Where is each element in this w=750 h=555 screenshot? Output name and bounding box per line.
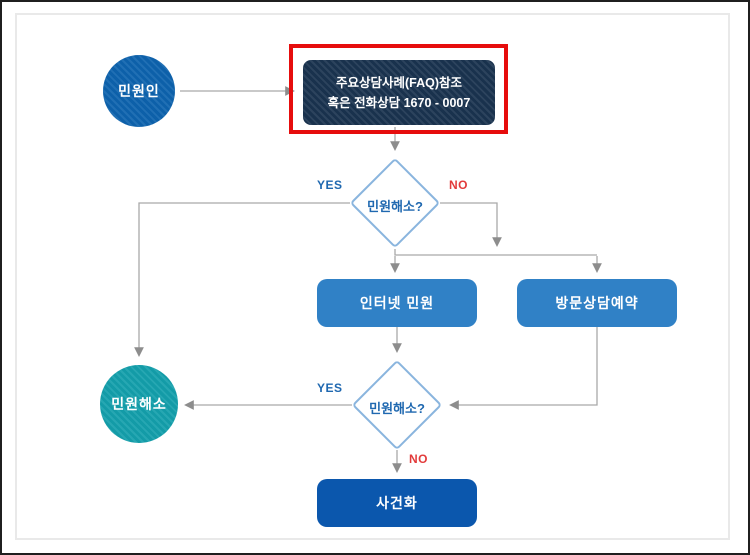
flowchart-panel: 민원인 주요상담사례(FAQ)참조 혹은 전화상담 1670 - 0007 민원… (15, 13, 730, 540)
decision1-no-label: NO (449, 178, 468, 192)
faq-box-line2: 혹은 전화상담 1670 - 0007 (327, 95, 471, 110)
faq-phone-consult-box: 주요상담사례(FAQ)참조 혹은 전화상담 1670 - 0007 (303, 60, 495, 125)
case-filing-label: 사건화 (376, 495, 418, 511)
connector-lines-layer (134, 86, 602, 473)
start-node-petitioner: 민원인 (103, 55, 175, 127)
decision1-label: 민원해소? (367, 199, 423, 214)
connector-decision1-yes-to-resolved (134, 202, 350, 357)
internet-complaint-label: 인터넷 민원 (359, 295, 435, 311)
faq-box-line1: 주요상담사례(FAQ)참조 (335, 75, 463, 90)
decision2-label: 민원해소? (369, 401, 425, 416)
decision2-no-label: NO (409, 452, 428, 466)
red-highlight-annotation-box (289, 44, 508, 134)
decision2-yes-label: YES (317, 381, 343, 395)
connector-decision1-no-down (440, 202, 502, 247)
internet-complaint-box: 인터넷 민원 (317, 279, 477, 327)
visit-consult-reservation-label: 방문상담예약 (555, 295, 639, 311)
decision1-yes-label: YES (317, 178, 343, 192)
visit-consult-reservation-box: 방문상담예약 (517, 279, 677, 327)
start-node-label: 민원인 (118, 83, 160, 99)
resolved-node: 민원해소 (100, 365, 178, 443)
case-filing-box: 사건화 (317, 479, 477, 527)
connector-junction-line (394, 249, 597, 256)
resolved-node-label: 민원해소 (111, 396, 167, 412)
connector-visit-to-decision2 (449, 327, 598, 410)
